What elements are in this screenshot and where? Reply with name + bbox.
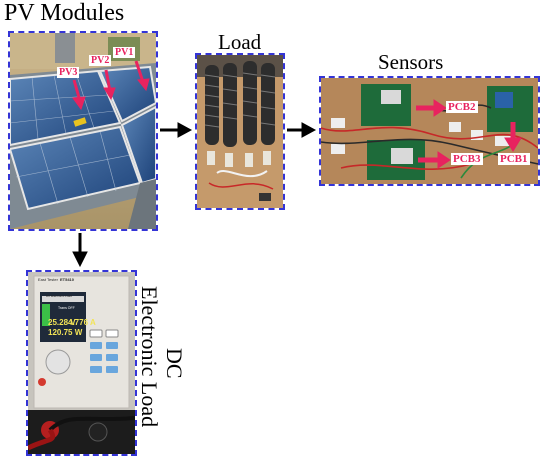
pv2-arrow-head: [103, 87, 116, 101]
pcb2-label: PCB2: [446, 101, 478, 113]
pv-modules-illustration: [10, 33, 156, 229]
pcb1-label: PCB1: [498, 153, 530, 165]
pv3-label: PV3: [57, 67, 80, 78]
sensors-photo: [319, 76, 540, 186]
pv1-arrow: [134, 60, 145, 83]
pv-modules-title: PV Modules: [4, 0, 125, 26]
load-title: Load: [218, 30, 262, 54]
dc-load-illustration: [28, 272, 135, 454]
resistor-coil-3: [243, 61, 257, 145]
pv1-arrow-head: [137, 78, 150, 92]
pcb3-label: PCB3: [451, 153, 483, 165]
dc-label-line1: DC: [162, 348, 187, 379]
screen-voltage: 25.28 V: [48, 318, 76, 327]
resistor-load-illustration: [197, 55, 283, 208]
screen-current: 4.776 A: [68, 318, 96, 327]
instrument-model: ET5410: [60, 277, 75, 282]
pcb3-arrow-head: [437, 151, 451, 169]
sensors-title: Sensors: [378, 50, 444, 74]
sensor-boards-illustration: [321, 78, 538, 184]
instrument-brand: East Tester: [38, 277, 58, 282]
pv2-label: PV2: [89, 55, 112, 66]
pcb1-arrow-head: [504, 137, 522, 152]
pv1-label: PV1: [113, 47, 136, 58]
screen-power: 120.75 W: [48, 328, 83, 337]
pv3-arrow-head: [72, 96, 86, 111]
screen-header: DC Electronic Load: [46, 294, 72, 298]
load-photo: [195, 53, 285, 210]
pcb2-arrow-head: [433, 99, 447, 117]
resistor-coil-2: [223, 63, 237, 147]
dc-label-line2: Electronic Load: [137, 286, 162, 428]
pv-modules-photo: [8, 31, 158, 231]
rotary-knob: [45, 349, 71, 375]
screen-mode: Trans OFF: [58, 306, 75, 310]
dc-electronic-load-photo: [26, 270, 137, 456]
